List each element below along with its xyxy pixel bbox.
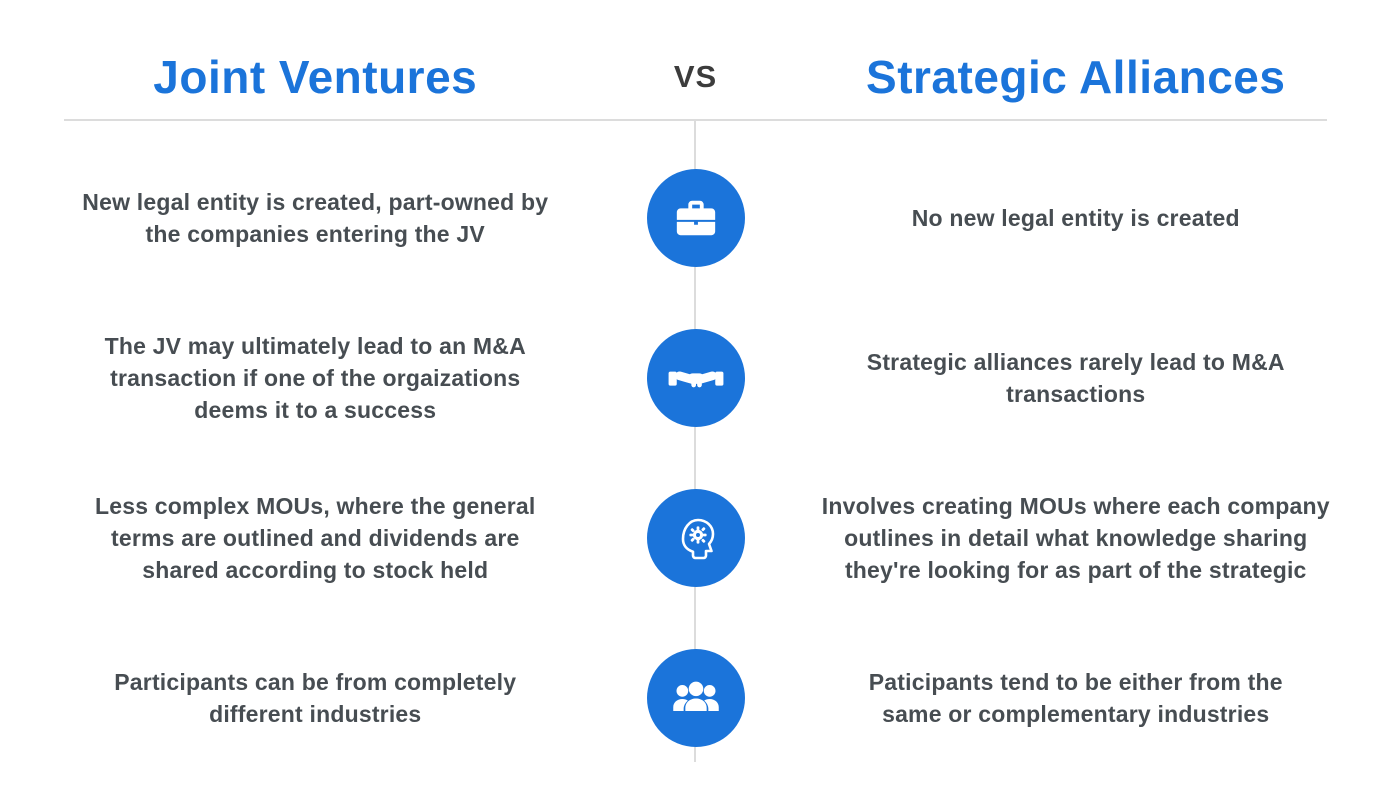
jv-point-2: The JV may ultimately lead to an M&A tra… [104,332,526,424]
row-icon-badge [646,489,745,587]
header: Joint Ventures VS Strategic Alliances [0,0,1391,120]
sa-point-3: Involves creating MOUs where each compan… [821,492,1330,584]
people-group-icon [670,677,722,719]
comparison-rows: New legal entity is created, part-owned … [0,122,1391,778]
jv-point-4: Participants can be from completely diff… [114,668,517,727]
table-row: Less complex MOUs, where the general ter… [0,458,1391,618]
row-icon-badge [646,329,745,427]
sa-point-2: Strategic alliances rarely lead to M&A t… [866,348,1285,407]
briefcase-icon [673,195,719,241]
table-row: The JV may ultimately lead to an M&A tra… [0,298,1391,458]
jv-point-1: New legal entity is created, part-owned … [82,188,549,247]
knowledge-head-gear-icon [672,514,720,562]
row-icon-badge [646,169,745,267]
left-column-title: Joint Ventures [153,51,478,103]
table-row: New legal entity is created, part-owned … [0,138,1391,298]
row-icon-badge [646,649,745,747]
jv-point-3: Less complex MOUs, where the general ter… [94,492,536,584]
table-row: Participants can be from completely diff… [0,618,1391,778]
vertical-divider [694,120,696,762]
sa-point-4: Paticipants tend to be either from the s… [868,668,1283,727]
sa-point-1: No new legal entity is created [911,204,1240,231]
vs-label: VS [673,59,718,94]
right-column-title: Strategic Alliances [866,51,1286,103]
handshake-icon [668,359,724,397]
